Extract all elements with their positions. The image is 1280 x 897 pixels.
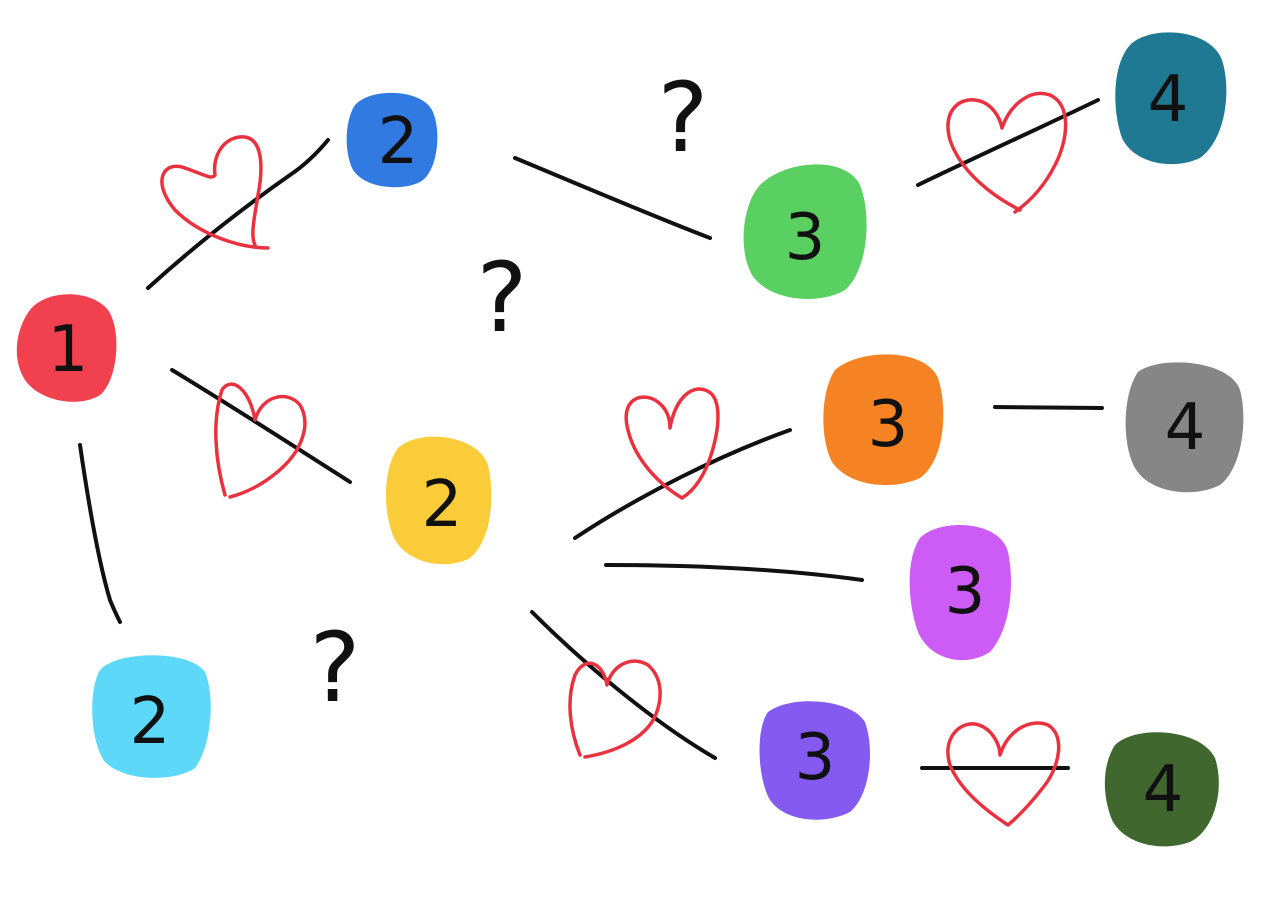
node-label: 2: [130, 685, 171, 759]
node-blob: [92, 655, 211, 778]
edge-2a-3a: [513, 156, 712, 240]
node-3-violet: 3: [759, 701, 870, 820]
edge-3a-4a: [916, 98, 1100, 187]
node-label: 3: [945, 555, 986, 629]
node-label: 3: [785, 201, 826, 275]
heart-icon: [624, 387, 720, 500]
edge-2b-3d: [530, 610, 717, 760]
node-blob: [1104, 732, 1219, 847]
node-label: 4: [1143, 753, 1184, 827]
node-blob: [16, 294, 117, 402]
edge-1-2a: [146, 138, 330, 290]
heart-icon: [946, 91, 1068, 214]
node-label: 3: [795, 721, 836, 795]
heart-icon: [160, 135, 270, 250]
node-label: 4: [1148, 63, 1189, 137]
heart-icon: [946, 721, 1061, 827]
node-label: 3: [868, 388, 909, 462]
node-4-teal: 4: [1115, 32, 1227, 165]
question-mark: ?: [477, 242, 528, 354]
nodes: 1 2 2 2 3 3 3: [16, 32, 1244, 847]
edge-2b-3c: [604, 563, 864, 582]
node-blob: [909, 525, 1011, 661]
heart-icon: [568, 659, 662, 759]
edge-3b-4b: [993, 405, 1104, 410]
node-blob: [743, 164, 867, 299]
node-2-yellow: 2: [385, 436, 492, 565]
question-marks: ? ? ?: [310, 62, 709, 724]
node-label: 2: [422, 468, 463, 542]
node-blob: [346, 92, 438, 188]
node-blob: [759, 701, 870, 820]
edge-2b-3b: [573, 428, 792, 540]
node-blob: [385, 436, 492, 565]
heart-icon: [214, 382, 307, 499]
hearts: [160, 91, 1068, 827]
edges: [78, 98, 1104, 770]
node-blob: [823, 354, 944, 486]
node-2-blue: 2: [346, 92, 438, 188]
node-4-gray: 4: [1125, 362, 1244, 493]
node-3-magenta: 3: [909, 525, 1011, 661]
edge-1-2b: [170, 368, 352, 484]
node-label: 4: [1165, 391, 1206, 465]
node-3-orange: 3: [823, 354, 944, 486]
node-label: 2: [378, 105, 419, 179]
edge-1-2c: [78, 443, 122, 624]
node-2-cyan: 2: [92, 655, 211, 778]
question-mark: ?: [658, 62, 709, 174]
node-blob: [1125, 362, 1244, 493]
node-4-darkgreen: 4: [1104, 732, 1219, 847]
node-3-green: 3: [743, 164, 867, 299]
node-blob: [1115, 32, 1227, 165]
node-label: 1: [48, 313, 89, 387]
node-1: 1: [16, 294, 117, 402]
question-mark: ?: [310, 612, 361, 724]
